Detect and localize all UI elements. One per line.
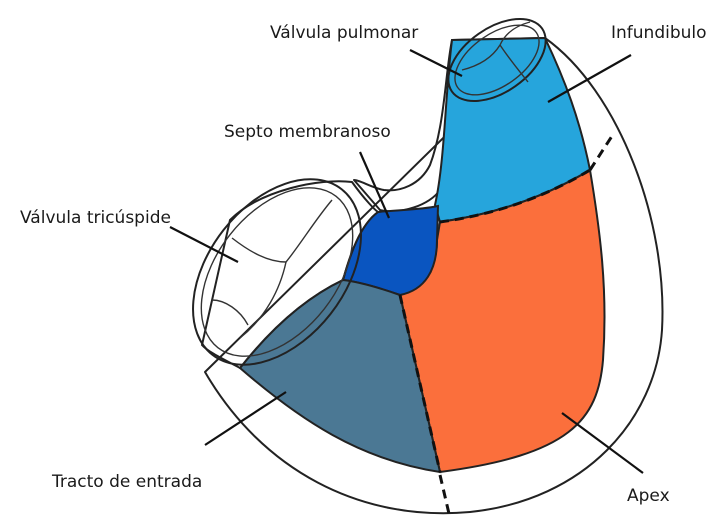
- label-valvula-tricuspide: Válvula tricúspide: [20, 208, 171, 228]
- label-septo-membranoso: Septo membranoso: [224, 122, 391, 142]
- tricuspid-leaflet-line-1: [232, 200, 332, 262]
- tricuspid-leaflet-line-3: [212, 300, 248, 325]
- boundary-wall-lower: [440, 475, 450, 518]
- label-tracto-entrada: Tracto de entrada: [51, 472, 202, 492]
- boundary-wall-upper: [590, 136, 612, 170]
- label-valvula-pulmonar: Válvula pulmonar: [270, 23, 418, 43]
- label-infundibulo: Infundibulo: [611, 23, 707, 43]
- label-apex: Apex: [627, 486, 670, 506]
- leader-tracto-entrada: [205, 392, 286, 445]
